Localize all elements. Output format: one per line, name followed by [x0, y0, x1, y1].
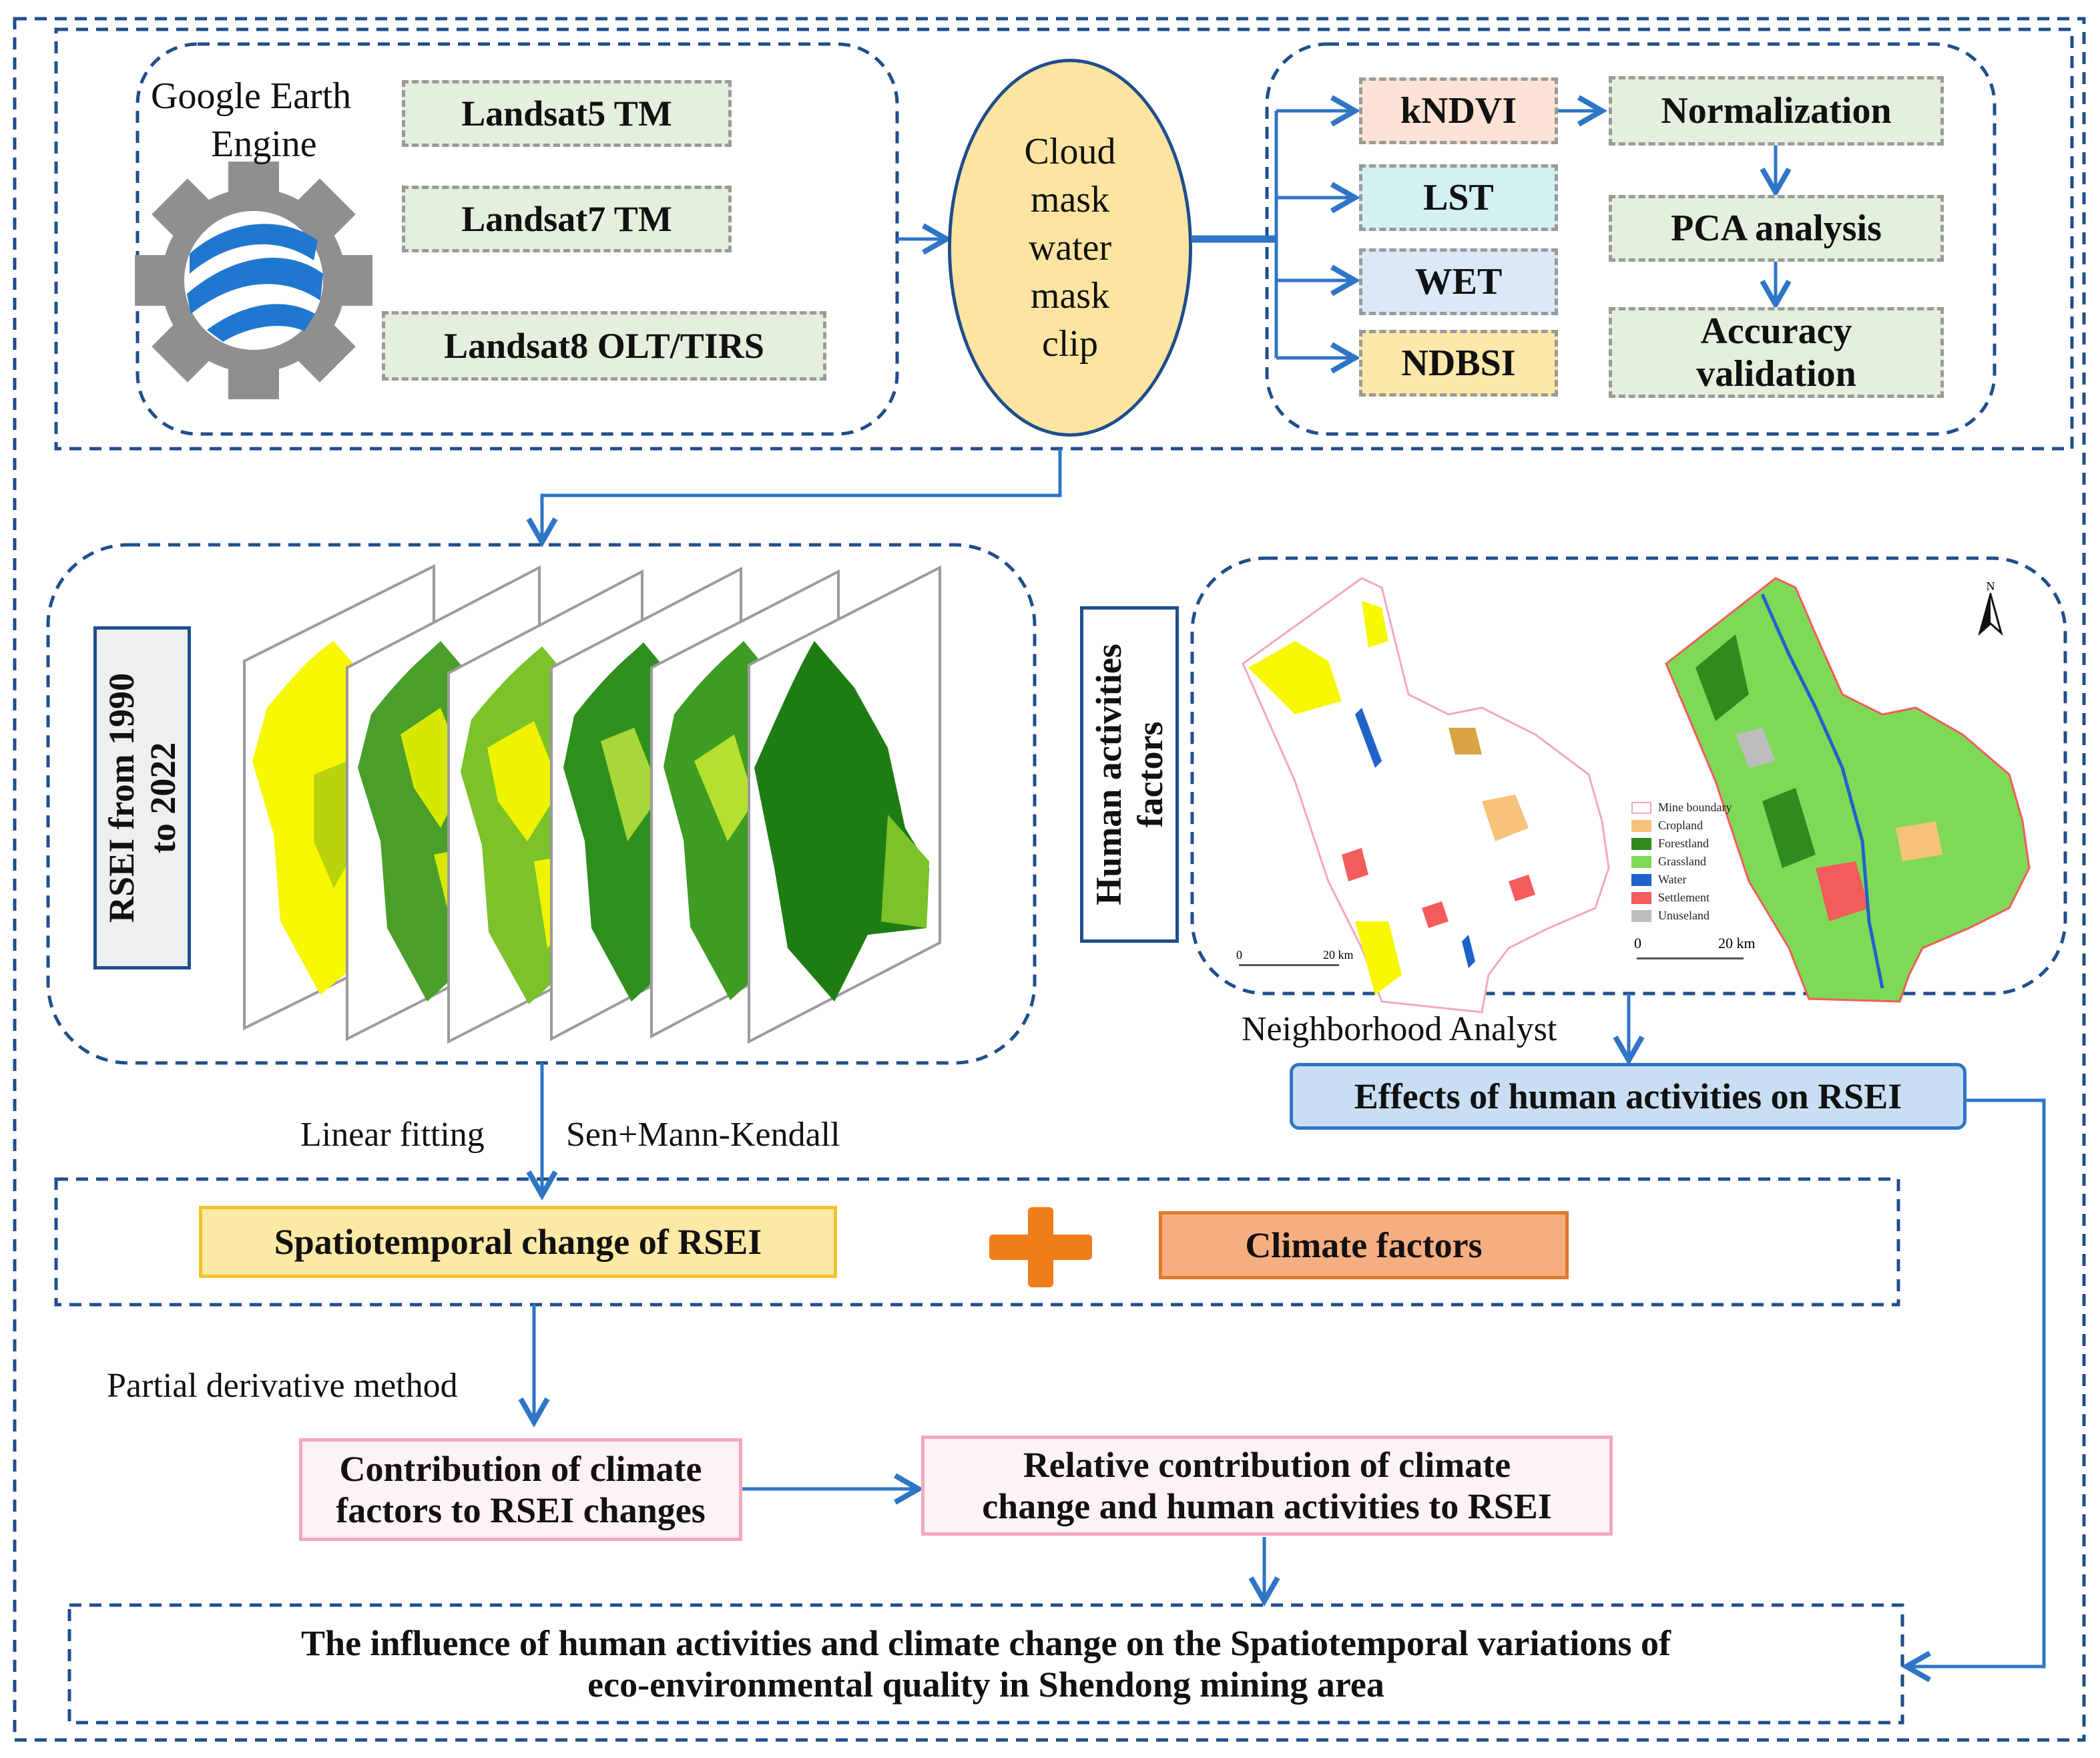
- index-lst: LST: [1359, 164, 1558, 231]
- sen-mann-kendall-label: Sen+Mann-Kendall: [566, 1116, 840, 1154]
- gee-title-line1: Google Earth: [151, 75, 352, 117]
- human-activity-map-left: [1242, 577, 1610, 1014]
- indices-frame: [1265, 42, 1997, 436]
- top-frame: [54, 27, 2074, 451]
- rsei-label-box: RSEI from 1990 to 2022: [93, 626, 191, 969]
- legend-label: Forestland: [1658, 837, 1709, 850]
- preprocess-ellipse: Cloud mask water mask clip: [948, 59, 1192, 437]
- legend-swatch: [1631, 891, 1651, 904]
- preprocess-line: clip: [1042, 323, 1098, 365]
- neighborhood-analyst-label: Neighborhood Analyst: [1242, 1010, 1557, 1048]
- human-activity-map-right: [1665, 577, 2031, 1003]
- step-pca: PCA analysis: [1609, 195, 1944, 262]
- legend-swatch: [1631, 801, 1651, 814]
- scale-zero-label: 0: [1236, 948, 1242, 961]
- source-landsat8: Landsat8 OLT/TIRS: [382, 311, 826, 381]
- partial-derivative-label: Partial derivative method: [107, 1367, 458, 1405]
- relative-line1: Relative contribution of climate: [1023, 1444, 1511, 1485]
- index-wet: WET: [1359, 248, 1558, 315]
- google-earth-engine-logo-icon: [135, 162, 372, 399]
- legend-label: Mine boundary: [1658, 801, 1732, 814]
- human-label-line2: factors: [1130, 721, 1170, 828]
- index-ndbsi: NDBSI: [1359, 330, 1558, 397]
- legend-item: Unuseland: [1631, 907, 1732, 925]
- legend-label: Settlement: [1658, 891, 1710, 904]
- rsei-label-text: RSEI from 1990 to 2022: [101, 626, 184, 969]
- step-accuracy-line2: validation: [1696, 353, 1856, 395]
- final-conclusion: The influence of human activities and cl…: [76, 1610, 1896, 1717]
- legend-swatch: [1631, 819, 1651, 832]
- contribution-line2: factors to RSEI changes: [336, 1490, 706, 1530]
- step-accuracy-line1: Accuracy: [1700, 310, 1852, 352]
- scale-zero-label: 0: [1634, 935, 1641, 951]
- preprocess-line: water: [1028, 227, 1112, 268]
- linear-fitting-label: Linear fitting: [300, 1116, 485, 1154]
- rsei-label-line1: RSEI from 1990: [101, 672, 142, 923]
- contribution-line1: Contribution of climate: [339, 1448, 702, 1489]
- relative-line2: change and human activities to RSEI: [982, 1486, 1552, 1526]
- arrow-top-to-rsei: [526, 449, 1062, 548]
- scale-bar-line: [1239, 964, 1339, 966]
- outer-frame: [13, 17, 2086, 1742]
- scale-distance-label: 20 km: [1323, 948, 1354, 961]
- legend-swatch: [1631, 909, 1651, 922]
- relative-contribution-box: Relative contribution of climate change …: [921, 1436, 1613, 1536]
- legend-label: Water: [1658, 873, 1687, 886]
- human-label-line1: Human activities: [1089, 644, 1129, 905]
- legend-swatch: [1631, 873, 1651, 886]
- rsei-map-stack: [243, 564, 941, 1044]
- north-label: N: [1986, 580, 1995, 593]
- preprocess-line: Cloud: [1024, 131, 1116, 172]
- legend-label: Unuseland: [1658, 909, 1710, 922]
- north-arrow-shape: [1978, 590, 2003, 636]
- final-line2: eco-environmental quality in Shendong mi…: [587, 1665, 1384, 1705]
- preprocess-line: mask: [1030, 179, 1110, 220]
- legend-swatch: [1631, 837, 1651, 850]
- step-normalization: Normalization: [1609, 76, 1944, 146]
- index-kndvi: kNDVI: [1359, 77, 1558, 144]
- landuse-legend: Mine boundary Cropland Forestland Grassl…: [1631, 799, 1732, 925]
- legend-label: Grassland: [1658, 855, 1706, 868]
- scale-bar-left: 0 20 km: [1236, 948, 1356, 975]
- gee-title-line2: Engine: [211, 124, 317, 165]
- legend-label: Cropland: [1658, 819, 1703, 832]
- final-line1: The influence of human activities and cl…: [301, 1622, 1671, 1663]
- preprocess-line: mask: [1030, 275, 1110, 316]
- spatiotemporal-change-box: Spatiotemporal change of RSEI: [199, 1206, 837, 1278]
- step-accuracy: Accuracy validation: [1609, 307, 1944, 398]
- legend-item: Cropland: [1631, 817, 1732, 835]
- legend-swatch: [1631, 855, 1651, 868]
- change-frame: [54, 1177, 1900, 1307]
- effects-human-box: Effects of human activities on RSEI: [1290, 1063, 1966, 1130]
- plus-icon: [989, 1207, 1092, 1287]
- legend-item: Settlement: [1631, 889, 1732, 907]
- human-label-box: Human activities factors: [1080, 606, 1179, 943]
- contribution-climate-box: Contribution of climate factors to RSEI …: [299, 1438, 742, 1541]
- scale-distance-label: 20 km: [1718, 935, 1756, 951]
- source-landsat7: Landsat7 TM: [402, 186, 732, 252]
- legend-item: Mine boundary: [1631, 799, 1732, 817]
- legend-item: Water: [1631, 871, 1732, 889]
- rsei-label-line2: to 2022: [143, 742, 183, 854]
- legend-item: Forestland: [1631, 835, 1732, 853]
- scale-bar-line: [1637, 957, 1744, 959]
- human-label-text: Human activities factors: [1088, 606, 1171, 943]
- scale-bar-right: 0 20 km: [1634, 935, 1768, 968]
- north-arrow-icon: N: [1976, 580, 2005, 640]
- arrow-effects-to-final: [1900, 1098, 2046, 1683]
- legend-item: Grassland: [1631, 853, 1732, 871]
- rsei-map-2022: [748, 565, 941, 1044]
- climate-factors-box: Climate factors: [1159, 1211, 1569, 1279]
- source-landsat5: Landsat5 TM: [402, 80, 732, 147]
